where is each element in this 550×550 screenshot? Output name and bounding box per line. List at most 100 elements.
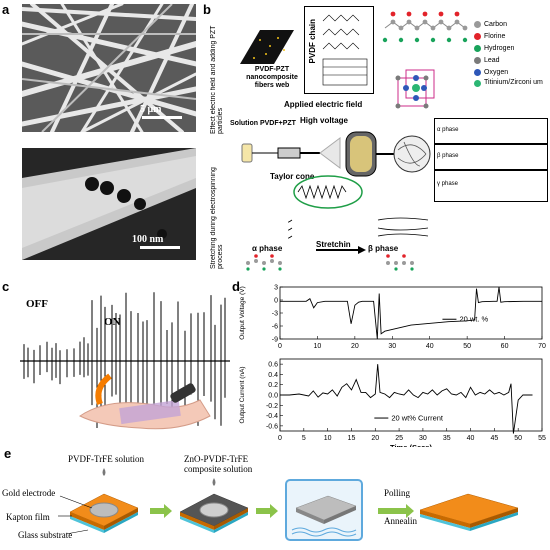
phase-box-gamma: γ phase	[434, 170, 548, 202]
legend-item-oxygen: Oxygen	[474, 66, 548, 78]
x-tick-label: 40	[426, 343, 434, 350]
x-tick-label: 55	[538, 435, 546, 442]
legend-label: Carbon	[484, 20, 507, 28]
side-label-top: Effect electric field and adding PZT par…	[210, 25, 224, 134]
x-axis-label: Time (Secs)	[390, 443, 432, 447]
y-tick-label: 0.4	[268, 372, 278, 379]
y-tick-label: -6	[272, 324, 278, 331]
legend-label: Hydrogen	[484, 44, 515, 52]
x-tick-label: 30	[419, 435, 427, 442]
panel-c-letter: c	[2, 279, 10, 294]
y-tick-label: -0.6	[266, 423, 278, 430]
x-tick-label: 50	[514, 435, 522, 442]
sem-image: 5 μm	[22, 4, 196, 132]
fiber-web-graphic	[240, 30, 294, 64]
x-tick-label: 35	[443, 435, 451, 442]
phase-box-alpha: α phase	[434, 118, 548, 144]
beta-phase-label: β phase	[368, 244, 399, 253]
x-tick-label: 15	[348, 435, 356, 442]
legend-item-lead: Lead	[474, 54, 548, 66]
legend-dot	[474, 20, 481, 28]
sem-fibers	[22, 4, 196, 132]
x-tick-label: 40	[467, 435, 475, 442]
polling-label: Polling	[384, 488, 411, 498]
legend-label: Titinium/Zirconi um	[484, 79, 543, 86]
off-label: OFF	[26, 298, 48, 310]
legend-item-carbon: Carbon	[474, 18, 548, 30]
y-tick-label: -3	[272, 311, 278, 318]
legend-label: Lead	[484, 56, 500, 64]
legend-dot	[474, 56, 481, 64]
electrospinning-apparatus	[241, 131, 431, 177]
x-tick-label: 5	[302, 435, 306, 442]
tem-scale-label: 100 nm	[132, 234, 164, 245]
legend-label: 20 wt. %	[459, 315, 488, 324]
panel-e-process: PVDF-TrFE solution ZnO-PVDF-TrFE composi…	[0, 450, 550, 545]
series-line	[280, 286, 542, 340]
gold-electrode-label: Gold electrode	[2, 488, 56, 498]
solution-label: Solution PVDF+PZT	[230, 120, 296, 127]
panel-e-letter: e	[4, 446, 12, 461]
flashlight-icon	[170, 383, 196, 403]
x-tick-label: 45	[490, 435, 498, 442]
switching-signal-graphic	[20, 292, 230, 430]
phase-box-beta: β phase	[434, 144, 548, 170]
atom-legend: Carbon Florine Hydrogen Lead Oxygen Titi…	[474, 18, 548, 87]
pvdf-chain-label: PVDF chain	[308, 19, 317, 64]
y-tick-label: 0.6	[268, 362, 278, 369]
stretching-diagram	[288, 175, 429, 254]
kapton-label: Kapton film	[6, 512, 50, 522]
y-tick-label: 0.2	[268, 382, 278, 389]
x-tick-label: 0	[278, 435, 282, 442]
y-tick-label: -0.4	[266, 413, 278, 420]
panel-b-letter: b	[203, 2, 211, 17]
side-label-bottom: Stretching during electrospinning proces…	[210, 167, 224, 269]
zno-solution-label: ZnO-PVDF-TrFE composite solution	[184, 454, 253, 474]
sample-film	[119, 399, 181, 425]
legend-item-florine: Florine	[474, 30, 548, 42]
x-tick-label: 10	[314, 343, 322, 350]
panel-b-schematic: Effect electric field and adding PZT par…	[208, 4, 548, 274]
phase-box-label: β phase	[437, 153, 459, 159]
y-tick-label: -0.2	[266, 403, 278, 410]
x-tick-label: 30	[388, 343, 396, 350]
alpha-phase-label: α phase	[252, 244, 283, 253]
legend-dot	[474, 44, 481, 52]
y-tick-label: 0.0	[268, 393, 278, 400]
high-voltage-label: High voltage	[300, 116, 349, 125]
legend-label: Oxygen	[484, 68, 509, 76]
plot-frame	[279, 286, 543, 340]
panel-a-letter: a	[2, 2, 10, 17]
annealing-label: Annealin	[384, 516, 417, 526]
panel-c-signal: OFF ON	[20, 286, 230, 436]
x-tick-label: 70	[538, 343, 546, 350]
legend-item-hydrogen: Hydrogen	[474, 42, 548, 54]
perovskite-cube-graphic	[395, 69, 435, 109]
legend-dot	[474, 32, 481, 40]
x-tick-label: 10	[324, 435, 332, 442]
x-tick-label: 25	[395, 435, 403, 442]
process-steps-graphic	[58, 468, 519, 541]
y-tick-label: 0	[274, 298, 278, 305]
legend-label: 20 wt% Current	[391, 414, 444, 423]
y-axis-label: Output Current (nA)	[239, 366, 246, 423]
taylor-cone-label: Taylor cone	[270, 172, 315, 181]
legend-item-titanium: Titinium/Zirconi um	[474, 78, 548, 87]
phase-box-label: γ phase	[437, 181, 459, 187]
sem-scale-label: 5 μm	[140, 104, 162, 115]
tem-nanofiber	[22, 148, 196, 260]
series-line	[280, 364, 533, 434]
on-label: ON	[104, 316, 121, 328]
phase-molecules-bottom	[246, 254, 414, 271]
pvdf-chain-box: PVDF chain	[304, 6, 374, 94]
legend-dot	[474, 68, 481, 76]
x-tick-label: 0	[278, 343, 282, 350]
y-axis-label: Output Voltage (V)	[239, 286, 246, 339]
phase-box-label: α phase	[437, 127, 459, 133]
legend-label: Florine	[484, 32, 506, 40]
glass-label: Glass substrate	[18, 530, 73, 540]
legend-dot	[474, 80, 481, 87]
panel-d-letter: d	[232, 279, 240, 294]
